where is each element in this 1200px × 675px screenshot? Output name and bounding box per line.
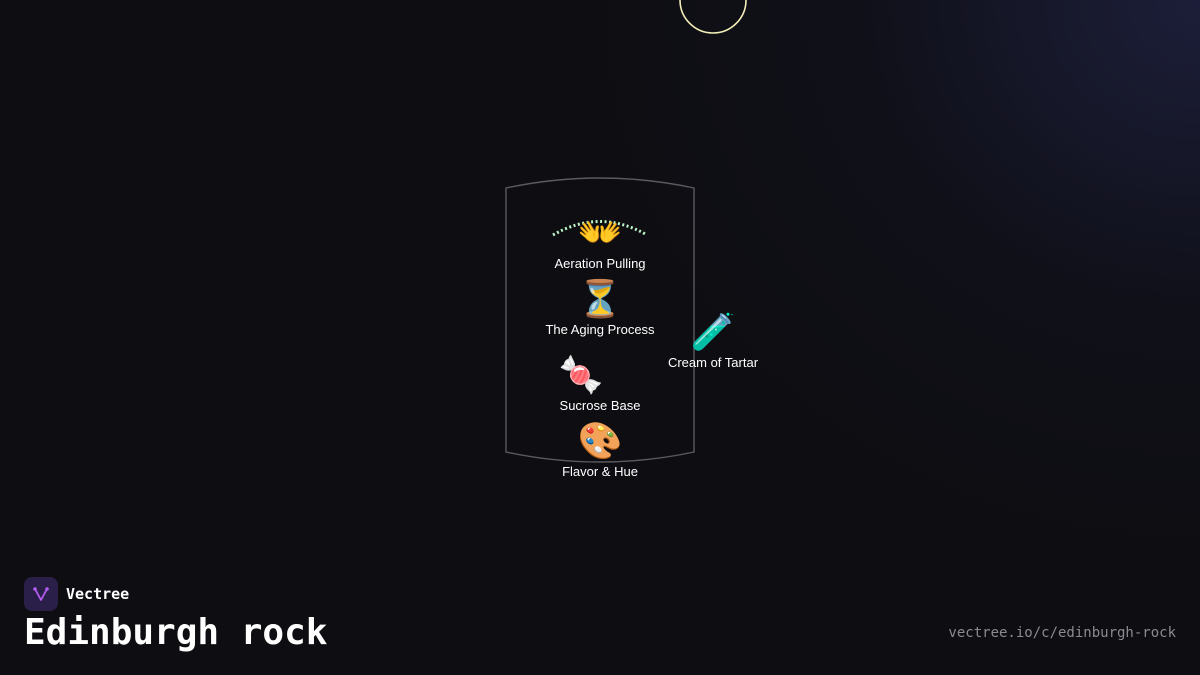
brand-name: Vectree [66,585,130,603]
vectree-logo-glyph [33,587,49,601]
node-label: Sucrose Base [559,398,641,413]
container-outline [505,177,695,463]
test-tube-icon: 🧪 [690,312,736,353]
node-cream-of-tartar: 🧪 Cream of Tartar [668,313,758,371]
node-aging-process: ⏳ The Aging Process [545,280,654,338]
page-url[interactable]: vectree.io/c/edinburgh-rock [948,625,1176,641]
brand: Vectree [24,577,129,611]
vectree-fork-icon [24,577,58,611]
node-sucrose-base: 🍬 Sucrose Base [558,355,641,414]
node-label: Flavor & Hue [562,464,638,479]
node-aeration-pulling: 👐 Aeration Pulling [554,214,645,272]
node-label: Cream of Tartar [667,355,759,370]
node-label: The Aging Process [545,322,655,337]
node-label: Aeration Pulling [554,256,646,271]
moon-circle [679,0,747,34]
page-title: Edinburgh rock [24,612,328,653]
open-hands-icon: 👐 [577,213,623,254]
palette-icon: 🎨 [577,421,623,462]
candy-icon: 🍬 [558,355,604,396]
hourglass-icon: ⏳ [577,279,623,320]
node-flavor-hue: 🎨 Flavor & Hue [562,422,638,480]
